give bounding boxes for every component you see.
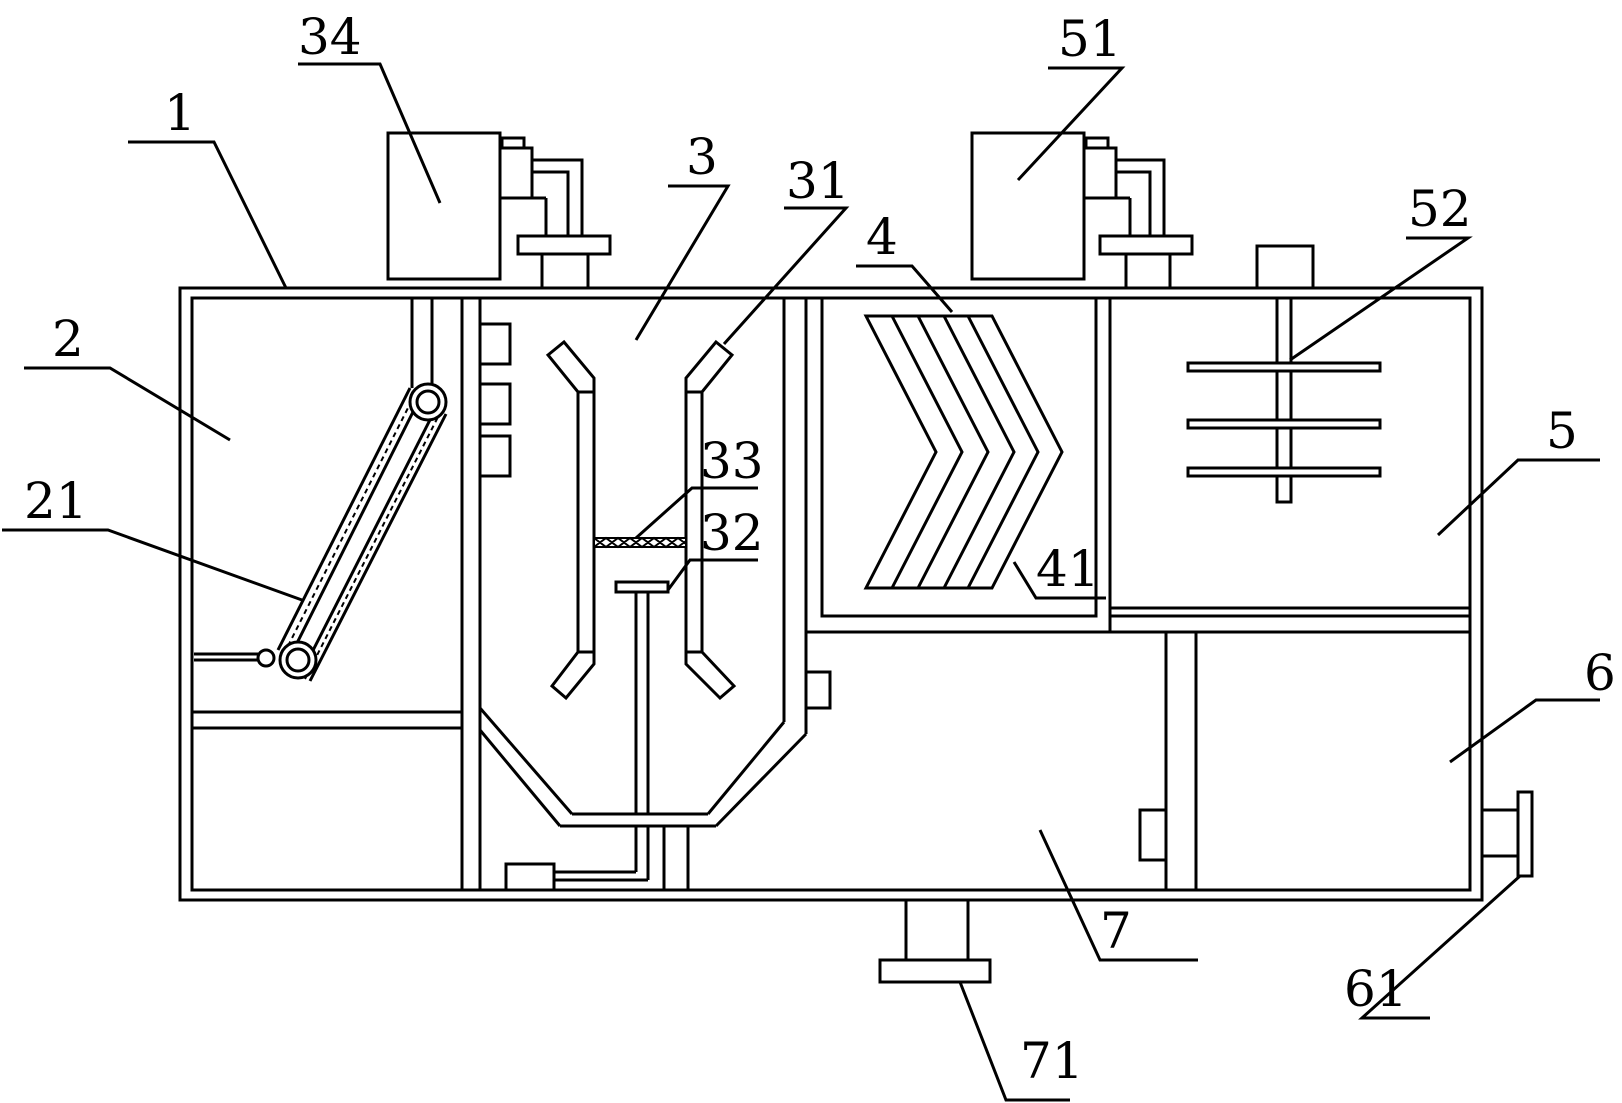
chamber-6-7 (1138, 632, 1198, 890)
label-52: 52 (1408, 180, 1472, 238)
label-34: 34 (298, 8, 362, 66)
label-3: 3 (686, 128, 718, 186)
label-33: 33 (700, 432, 764, 490)
label-71: 71 (1020, 1032, 1084, 1090)
label-6: 6 (1584, 644, 1616, 702)
outlet-61 (1482, 790, 1534, 878)
baffle-right (684, 339, 737, 701)
label-7: 7 (1100, 902, 1132, 960)
label-41: 41 (1036, 540, 1100, 598)
chamber-5 (1110, 244, 1470, 618)
label-1: 1 (164, 84, 196, 142)
pump-34 (386, 131, 612, 288)
baffle-left (545, 339, 596, 701)
outlet-71 (878, 900, 992, 984)
label-31: 31 (786, 152, 850, 210)
motor-51 (970, 131, 1194, 288)
chamber-4 (804, 296, 1470, 634)
label-61: 61 (1344, 960, 1408, 1018)
reference-labels: 1 2 21 34 3 31 33 32 4 41 51 52 5 6 61 7… (24, 8, 1616, 1090)
chamber-3 (478, 298, 832, 890)
filter-screen (593, 536, 687, 549)
label-4: 4 (866, 208, 898, 266)
inclined-plates (863, 314, 1064, 590)
label-2: 2 (52, 310, 84, 368)
leader-lines (2, 62, 1600, 1102)
label-51: 51 (1058, 10, 1122, 68)
conveyor-belt (194, 382, 448, 682)
label-5: 5 (1546, 402, 1578, 460)
lift-plate (504, 580, 670, 892)
label-32: 32 (700, 504, 764, 562)
label-21: 21 (24, 472, 88, 530)
